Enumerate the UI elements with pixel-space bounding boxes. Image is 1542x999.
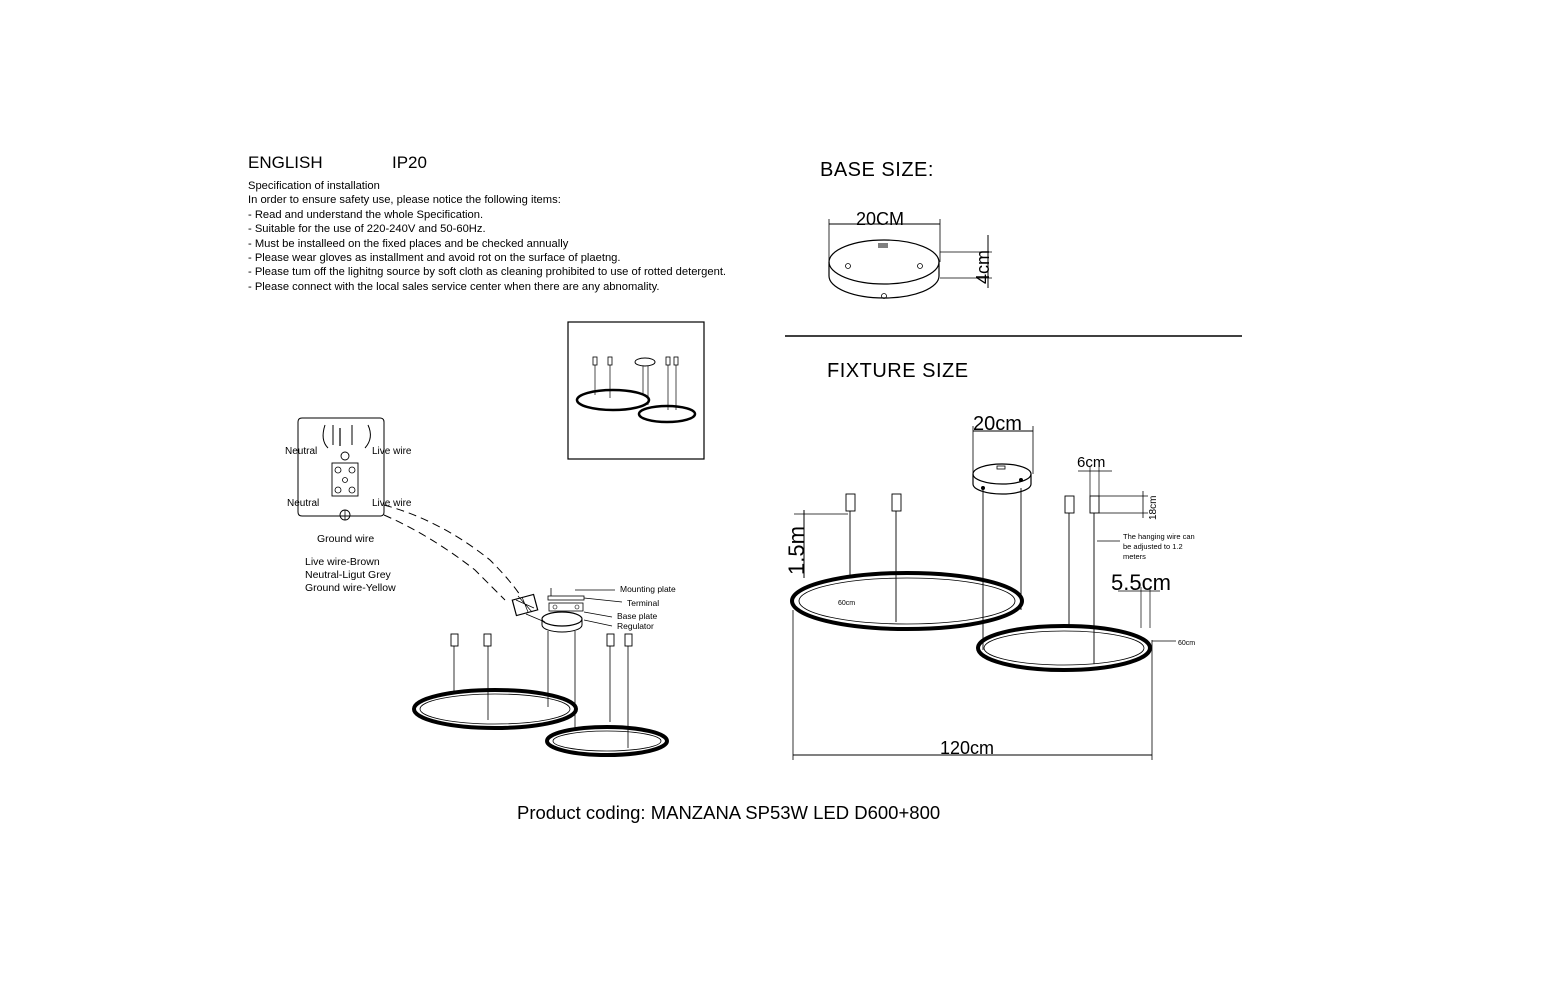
spec-line: - Please connect with the local sales se… [248, 280, 660, 293]
fixture-dimension-drawing [790, 426, 1176, 760]
spec-line: - Read and understand the whole Specific… [248, 208, 484, 221]
base-height-label: 4cm [973, 250, 993, 284]
wire-legend-line: Neutral-Ligut Grey [305, 569, 392, 581]
ring-thickness-label: 5.5cm [1111, 570, 1171, 595]
hanging-wire-note: be adjusted to 1.2 [1123, 542, 1183, 551]
live-top-label: Live wire [372, 446, 412, 457]
installation-specification: Specification of installation In order t… [248, 179, 726, 294]
wire-legend-line: Ground wire-Yellow [305, 582, 396, 594]
language-label: ENGLISH [248, 153, 323, 172]
fixture-base-width-label: 20cm [973, 413, 1022, 435]
neutral-bottom-label: Neutral [287, 498, 319, 509]
product-coding: Product coding: MANZANA SP53W LED D600+8… [517, 802, 941, 823]
hanging-wire-note: meters [1123, 552, 1146, 561]
terminal-label: Terminal [627, 598, 659, 608]
wire-legend-line: Live wire-Brown [305, 556, 380, 568]
ground-wire-label: Ground wire [317, 533, 374, 545]
live-bottom-label: Live wire [372, 498, 412, 509]
ring-height-left-label: 60cm [838, 600, 855, 607]
fixture-drop-label: 1.5m [784, 526, 809, 575]
spec-line: - Please tum off the lighitng source by … [248, 266, 727, 279]
hanging-wire-note: The hanging wire can [1123, 532, 1195, 541]
spec-line: - Suitable for the use of 220-240V and 5… [248, 223, 486, 236]
base-size-title: BASE SIZE: [820, 159, 934, 181]
base-plate-drawing [828, 219, 992, 299]
spec-line: - Please wear gloves as installment and … [248, 252, 621, 265]
spec-line: In order to ensure safety use, please no… [248, 194, 561, 207]
ip-rating: IP20 [392, 153, 427, 172]
spec-line: Specification of installation [248, 180, 380, 192]
fixture-cap-height-label: 18cm [1148, 496, 1159, 520]
fixture-cap-width-label: 6cm [1077, 454, 1105, 471]
spec-line: - Must be installeed on the fixed places… [248, 237, 569, 250]
ring-height-right-label: 60cm [1178, 640, 1195, 647]
fixture-size-title: FIXTURE SIZE [827, 360, 969, 382]
neutral-top-label: Neutral [285, 446, 317, 457]
installation-drawing [412, 588, 669, 757]
mounting-plate-label: Mounting plate [620, 584, 676, 594]
terminal-block-drawing [297, 417, 521, 601]
product-thumbnail [567, 321, 705, 460]
regulator-label: Regulator [617, 621, 654, 631]
base-diameter-label: 20CM [856, 209, 904, 229]
base-plate-label: Base plate [617, 611, 657, 621]
total-width-label: 120cm [940, 738, 994, 758]
